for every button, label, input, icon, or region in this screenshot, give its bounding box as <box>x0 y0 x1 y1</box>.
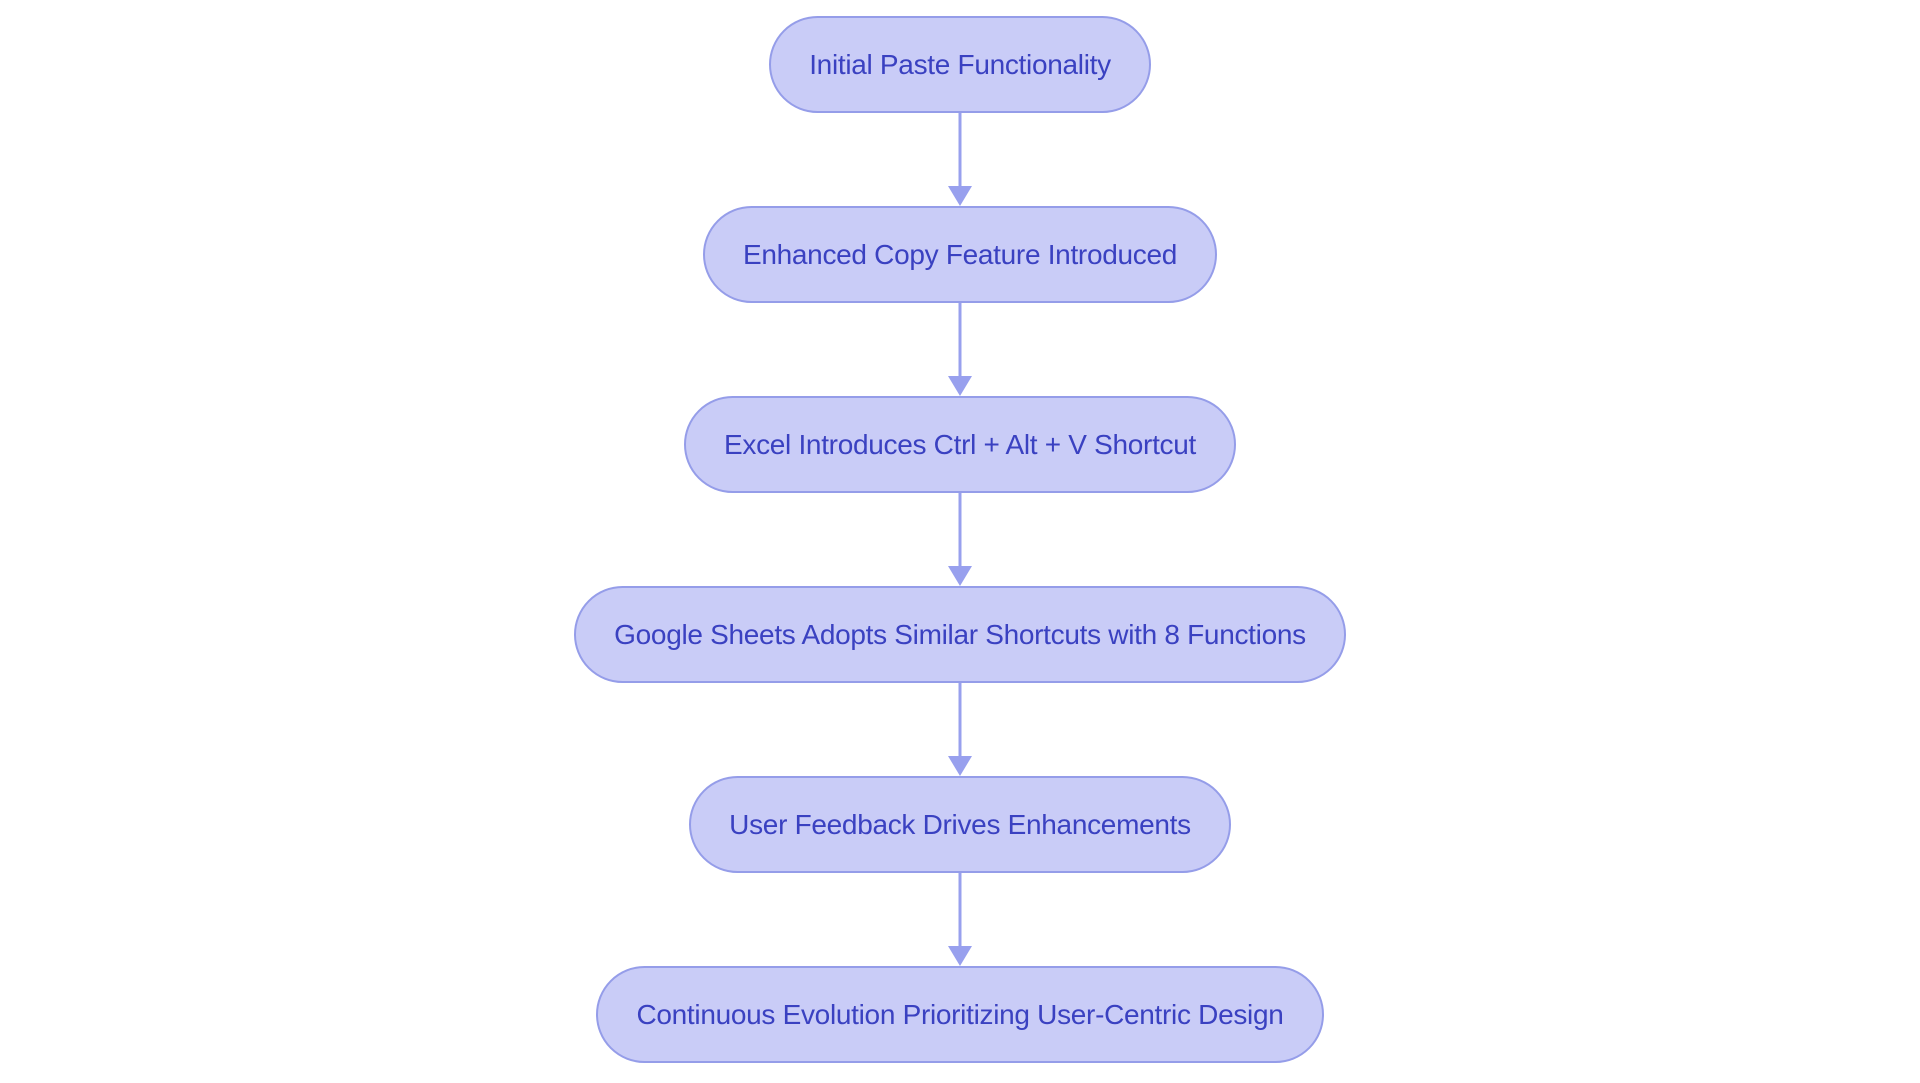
flow-step-2: Enhanced Copy Feature Introduced <box>702 206 1218 303</box>
flow-step-3: Excel Introduces Ctrl + Alt + V Shortcut <box>684 396 1236 493</box>
arrow-line <box>958 683 962 759</box>
flow-connector-4-5 <box>948 683 972 776</box>
flow-step-2-label: Enhanced Copy Feature Introduced <box>742 238 1178 270</box>
flow-step-5-label: User Feedback Drives Enhancements <box>729 808 1191 840</box>
flow-step-1-label: Initial Paste Functionality <box>809 48 1111 80</box>
flow-step-6: Continuous Evolution Prioritizing User-C… <box>596 966 1324 1063</box>
flow-step-6-label: Continuous Evolution Prioritizing User-C… <box>636 998 1284 1030</box>
arrow-line <box>958 113 962 189</box>
flow-connector-1-2 <box>948 113 972 206</box>
flow-connector-5-6 <box>948 873 972 966</box>
flow-connector-2-3 <box>948 303 972 396</box>
flow-step-4: Google Sheets Adopts Similar Shortcuts w… <box>574 586 1346 683</box>
flow-connector-3-4 <box>948 493 972 586</box>
arrow-down-icon <box>948 186 972 206</box>
flow-step-3-label: Excel Introduces Ctrl + Alt + V Shortcut <box>724 428 1196 460</box>
arrow-line <box>958 493 962 569</box>
arrow-down-icon <box>948 946 972 966</box>
arrow-line <box>958 303 962 379</box>
arrow-line <box>958 873 962 949</box>
arrow-down-icon <box>948 566 972 586</box>
arrow-down-icon <box>948 756 972 776</box>
flow-step-4-label: Google Sheets Adopts Similar Shortcuts w… <box>614 618 1306 650</box>
flow-step-1: Initial Paste Functionality <box>769 16 1151 113</box>
arrow-down-icon <box>948 376 972 396</box>
flow-step-5: User Feedback Drives Enhancements <box>689 776 1231 873</box>
